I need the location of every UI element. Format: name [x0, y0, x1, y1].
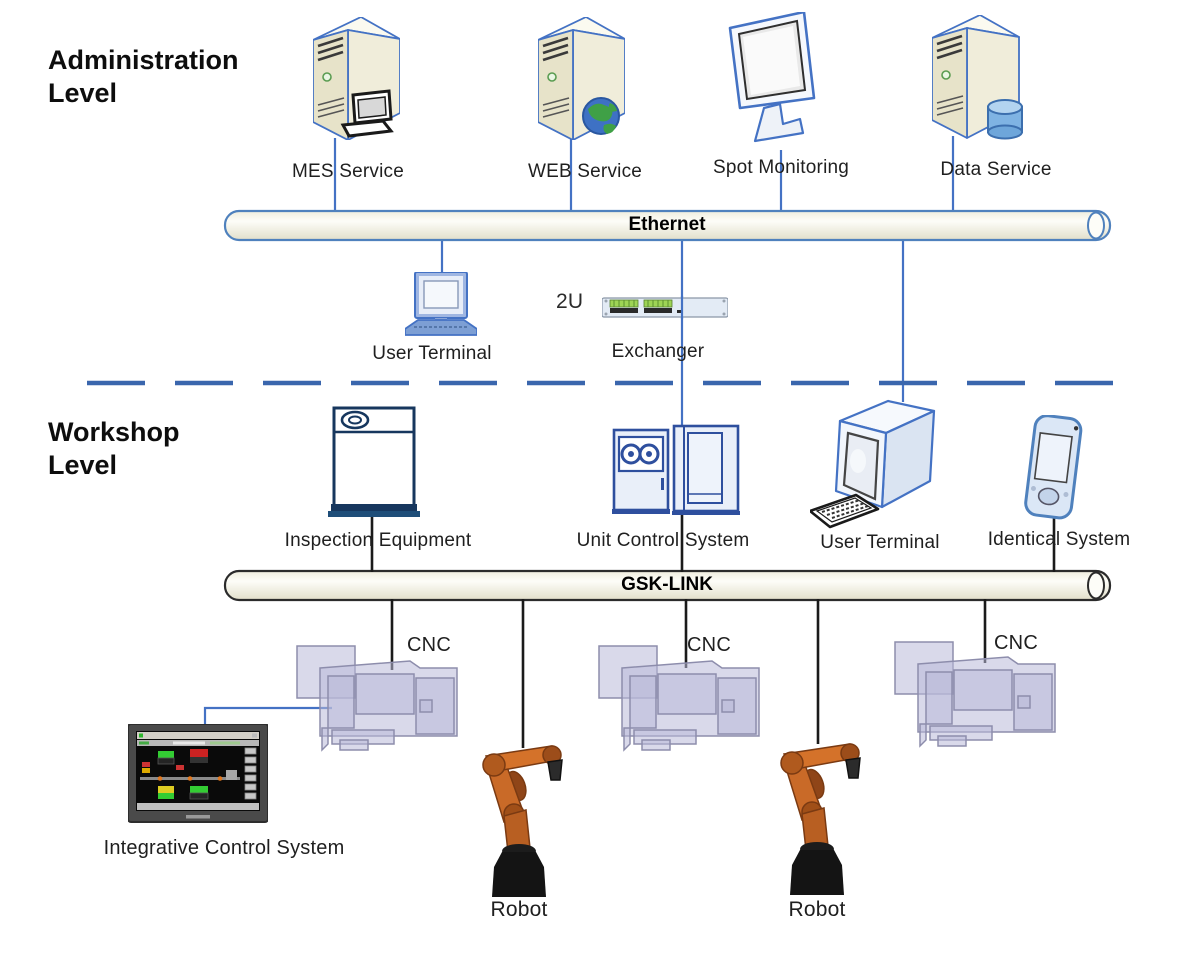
workshop-connector-lines	[370, 514, 1056, 748]
ethernet-bus-label: Ethernet	[628, 214, 706, 235]
control-cabinet-icon	[612, 424, 740, 515]
pda-screen	[1033, 432, 1073, 484]
industrial-robot-icon	[482, 745, 563, 897]
handheld-device-icon	[1024, 415, 1083, 520]
industrial-robot-icon	[780, 743, 861, 895]
administration-level-label: Administration Level	[48, 45, 239, 108]
ethernet-bus	[223, 209, 1112, 242]
workshop-level-label: Workshop Level	[48, 417, 180, 480]
globe-icon	[582, 97, 620, 135]
pda-button	[1037, 487, 1060, 506]
admin-user-terminal-label: User Terminal	[372, 343, 492, 364]
data-service-label: Data Service	[940, 159, 1052, 180]
flat-monitor-icon	[728, 12, 816, 143]
desktop-computer-icon	[405, 272, 477, 336]
admin-connector-lines	[203, 136, 955, 726]
cnc-machine-icon	[894, 641, 1056, 748]
web-service-label: WEB Service	[527, 161, 643, 182]
hmi-touch-panel-icon	[128, 724, 268, 823]
server-with-laptop-icon	[313, 17, 400, 140]
spot-monitoring-label: Spot Monitoring	[712, 157, 850, 178]
power-led	[322, 72, 332, 82]
laptop-icon	[340, 89, 394, 138]
cnc-machine-icon	[296, 645, 458, 752]
server-with-globe-icon	[538, 17, 625, 140]
robot-label: Robot	[490, 898, 548, 921]
server-bottom-vents	[317, 97, 345, 118]
cnc-label: CNC	[994, 632, 1038, 654]
gsk-link-bus	[223, 569, 1112, 602]
server-vents	[317, 36, 344, 62]
exchanger-size-label: 2U	[556, 290, 584, 313]
crt-terminal-icon	[810, 399, 936, 529]
robot-label: Robot	[788, 898, 846, 921]
server-with-database-icon	[932, 15, 1023, 140]
identical-system-label: Identical System	[987, 529, 1131, 550]
hmi-side-buttons	[244, 747, 257, 800]
workshop-user-terminal-label: User Terminal	[820, 532, 940, 553]
hmi-titlebar	[137, 732, 259, 739]
integrative-control-system-label: Integrative Control System	[103, 837, 345, 859]
robot-base	[492, 852, 546, 897]
monitor-stand	[753, 102, 805, 143]
cnc-label: CNC	[407, 634, 451, 656]
inspection-equipment-label: Inspection Equipment	[284, 530, 472, 551]
ics-connector-line	[203, 706, 332, 726]
gsk-link-bus-label: GSK-LINK	[621, 574, 713, 595]
rack-switch-icon	[602, 297, 728, 318]
cnc-label: CNC	[687, 634, 731, 656]
cnc-machine-icon	[598, 645, 760, 752]
keyboard-icon	[810, 493, 880, 529]
exchanger-label: Exchanger	[611, 341, 705, 362]
robot-base	[790, 850, 844, 895]
switch-port-leds	[609, 299, 681, 313]
database-cylinder-icon	[987, 99, 1023, 140]
unit-control-system-label: Unit Control System	[576, 530, 750, 551]
hmi-stations	[140, 749, 240, 800]
mes-service-label: MES Service	[291, 161, 405, 182]
inspection-equipment-icon	[328, 406, 420, 517]
